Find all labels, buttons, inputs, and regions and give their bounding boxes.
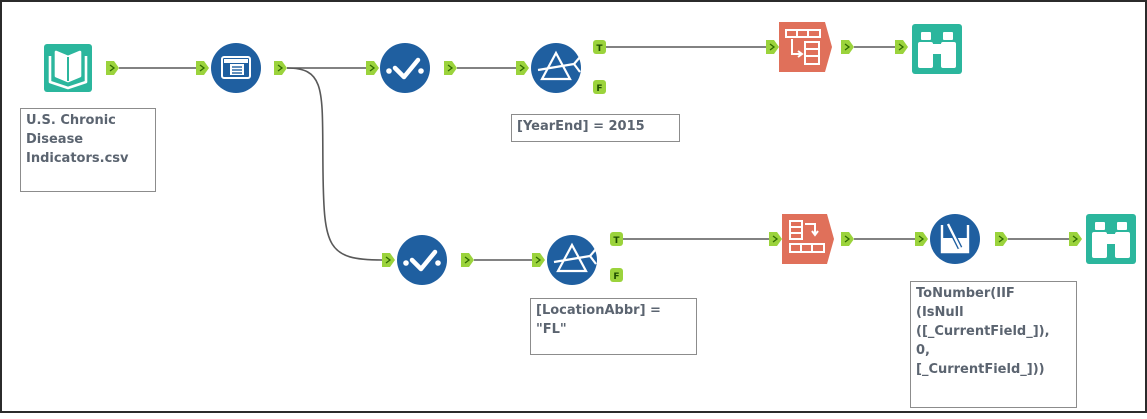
book-icon (48, 50, 88, 90)
select-list-icon (221, 56, 251, 79)
input-file-annotation: U.S. Chronic Disease Indicators.csv (20, 108, 156, 192)
true-anchor-label: T (596, 44, 603, 54)
binoculars-icon (918, 32, 956, 68)
checkmark-icon (403, 249, 441, 272)
browse-tool-1[interactable] (894, 24, 962, 74)
crosstab-icon (785, 29, 821, 65)
filter1-expression-annotation: [YearEnd] = 2015 (511, 114, 680, 142)
filter2-expression-annotation: [LocationAbbr] = "FL" (530, 298, 697, 355)
crosstab-tool[interactable] (765, 22, 855, 72)
checkmark-icon (386, 57, 424, 80)
filter-tool-2[interactable]: T F (531, 232, 623, 285)
true-anchor-2[interactable]: T (610, 232, 623, 246)
filter-tool-1[interactable]: T F (515, 40, 606, 94)
transpose-icon (789, 220, 825, 253)
multi-field-formula-tool[interactable] (914, 214, 1009, 264)
formula-expression-annotation: ToNumber(IIF (IsNull ([_CurrentField_]),… (910, 281, 1077, 408)
filter-prism-icon (537, 50, 581, 81)
true-anchor-1[interactable]: T (593, 40, 606, 54)
sample-tool-2[interactable] (381, 235, 475, 285)
sample-tool-1[interactable] (365, 43, 458, 93)
false-anchor-1[interactable]: F (593, 80, 606, 94)
browse-tool-2[interactable] (1068, 214, 1136, 264)
select-tool[interactable] (195, 43, 288, 93)
connections (119, 46, 1069, 261)
input-data-tool[interactable] (44, 44, 120, 92)
binoculars-icon (1092, 222, 1130, 258)
transpose-tool[interactable] (768, 214, 855, 264)
filter-prism-icon (553, 242, 597, 273)
beaker-icon (940, 222, 970, 254)
true-anchor-label: T (613, 236, 620, 246)
false-anchor-2[interactable]: F (610, 268, 623, 282)
connection-select-sample2[interactable] (286, 67, 383, 261)
false-anchor-label: F (596, 84, 602, 94)
false-anchor-label: F (613, 272, 619, 282)
